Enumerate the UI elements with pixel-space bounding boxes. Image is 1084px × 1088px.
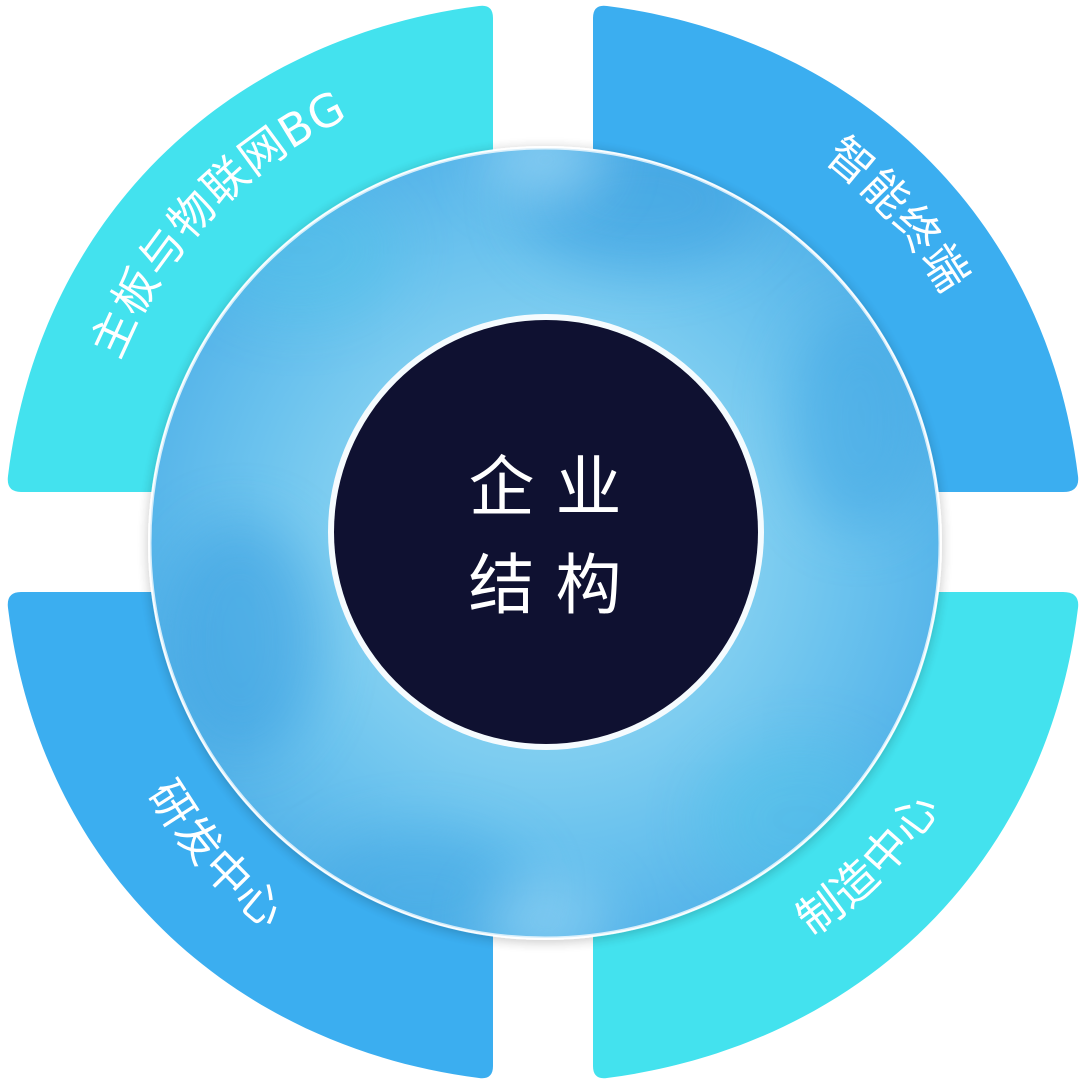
center-title-line1: 企 业 bbox=[469, 449, 622, 526]
center-title-line2: 结 构 bbox=[469, 547, 622, 624]
center-circle bbox=[334, 320, 758, 744]
